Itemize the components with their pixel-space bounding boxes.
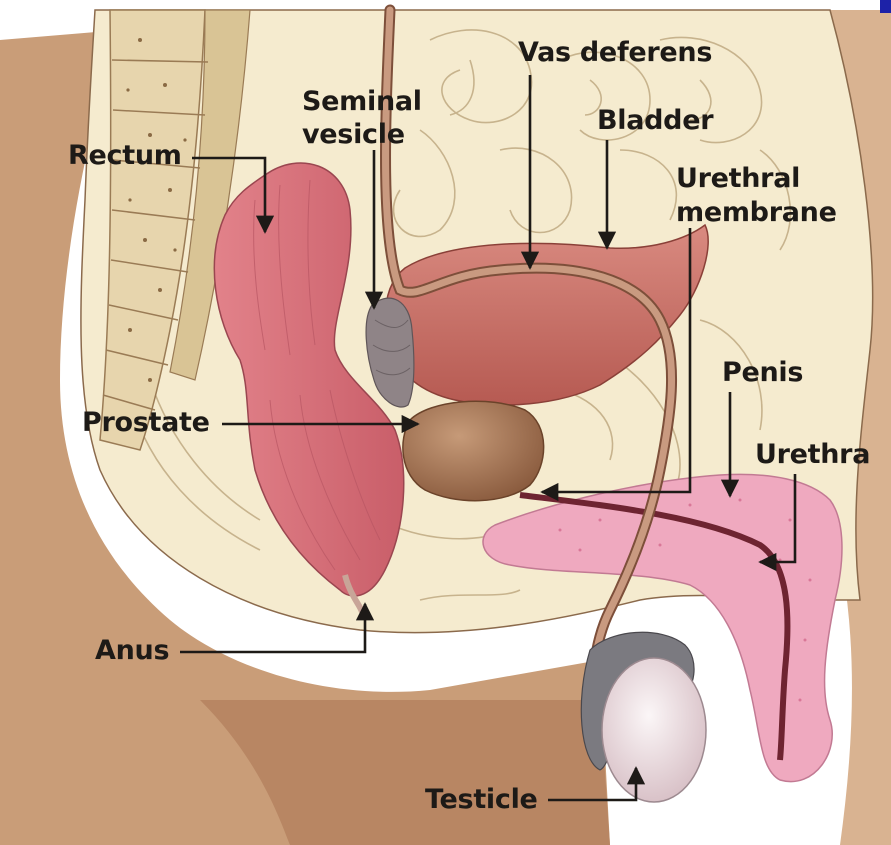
label-seminal-vesicle-line2: vesicle — [302, 120, 405, 149]
label-seminal-vesicle-line1: Seminal — [302, 87, 422, 116]
label-prostate: Prostate — [82, 408, 210, 437]
testicle — [602, 658, 706, 802]
prostate — [403, 401, 544, 500]
corner-marker — [880, 0, 891, 13]
label-anus: Anus — [95, 636, 169, 665]
label-rectum: Rectum — [68, 141, 182, 170]
label-urethral-membrane-line1: Urethral — [676, 164, 800, 193]
label-urethra: Urethra — [755, 440, 870, 469]
label-urethral-membrane-line2: membrane — [676, 198, 837, 227]
label-testicle: Testicle — [425, 785, 538, 814]
label-vas-deferens: Vas deferens — [518, 38, 712, 67]
label-bladder: Bladder — [597, 106, 713, 135]
label-penis: Penis — [722, 358, 803, 387]
